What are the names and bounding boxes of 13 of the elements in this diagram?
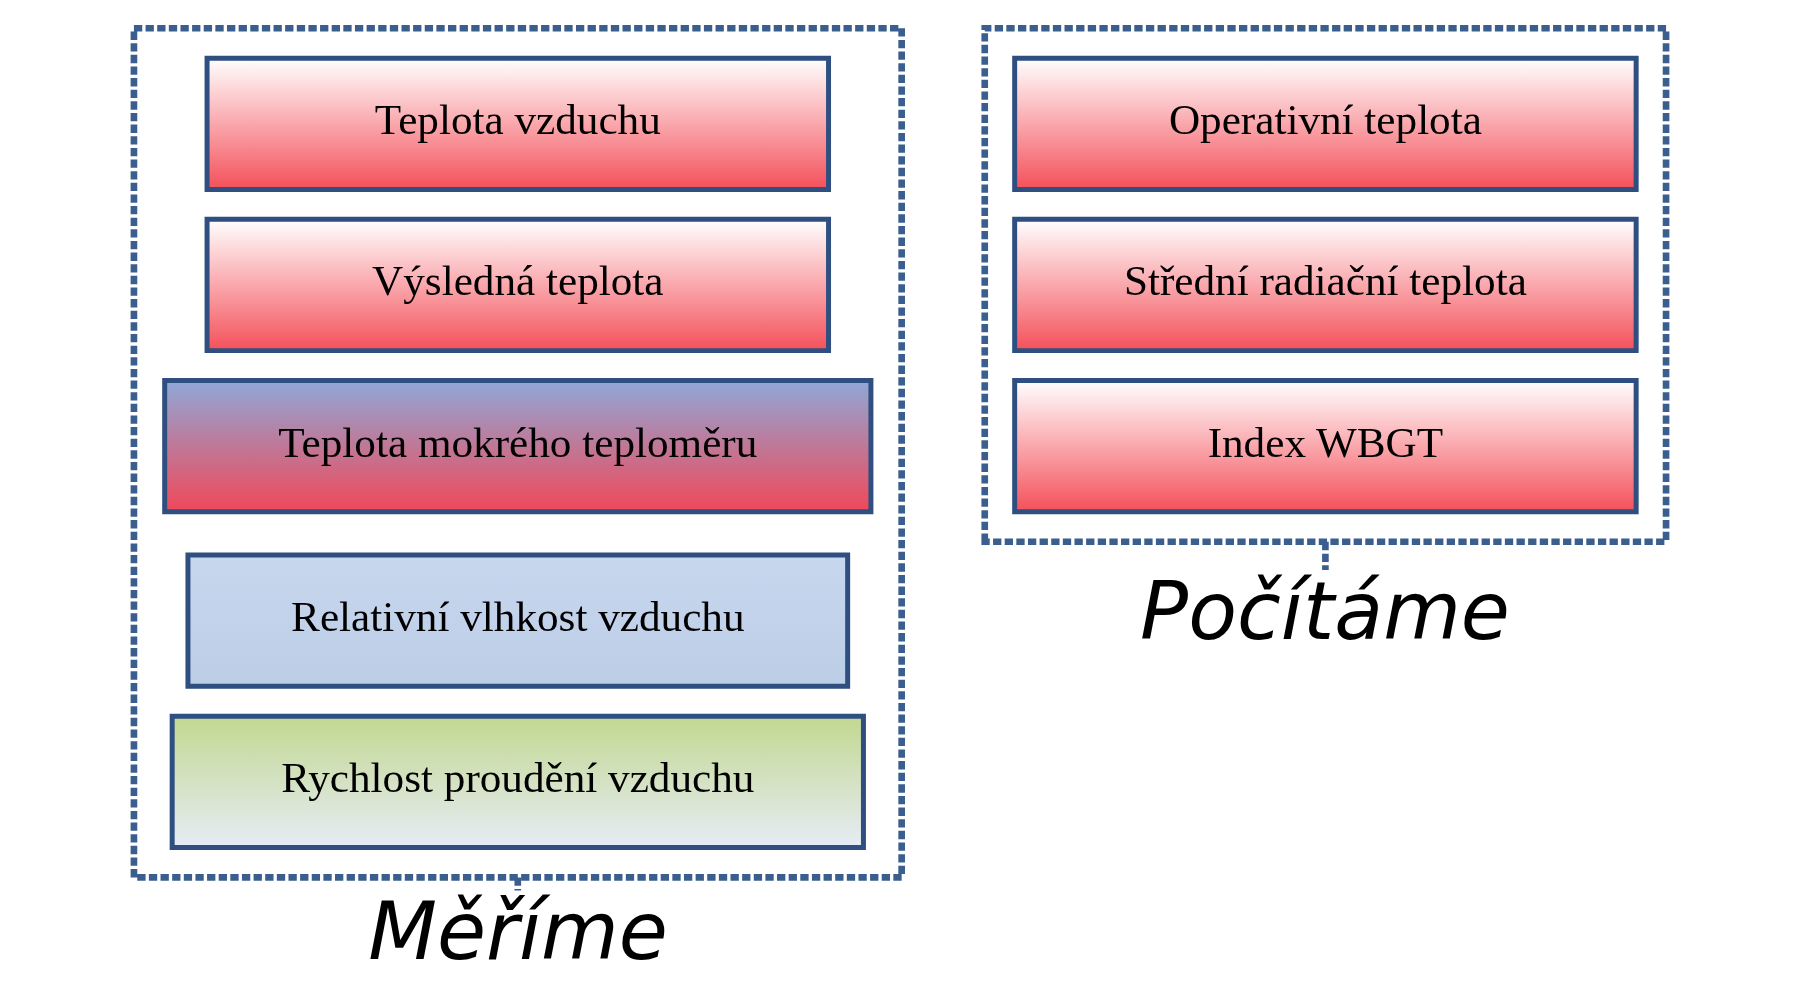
node-text: Měříme xyxy=(367,885,668,979)
node-box: Střední radiační teplota xyxy=(1011,216,1639,354)
node-box: Operativní teplota xyxy=(1011,55,1639,192)
node-box: Index WBGT xyxy=(1011,378,1639,515)
cluster xyxy=(130,24,905,881)
connector xyxy=(513,877,521,891)
node-box: Výsledná teplota xyxy=(204,216,831,354)
node-box: Rychlost proudění vzduchu xyxy=(169,713,866,850)
node-text: Počítáme xyxy=(1139,564,1510,658)
node-box: Relativní vlhkost vzduchu xyxy=(184,552,850,689)
node-box: Teplota mokrého teploměru xyxy=(161,378,873,515)
cluster xyxy=(980,24,1669,546)
node-box: Teplota vzduchu xyxy=(204,55,831,192)
